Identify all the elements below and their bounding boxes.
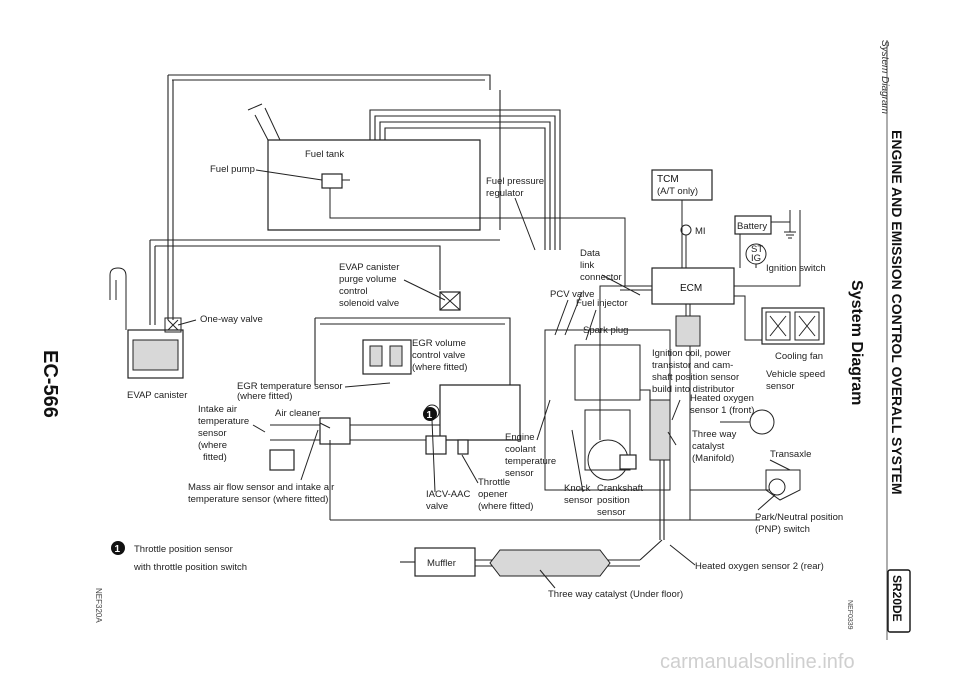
ref-code-left: NEF320A	[94, 588, 103, 623]
label-twc-2: catalyst	[692, 441, 725, 452]
label-ect-4: sensor	[505, 468, 534, 479]
label-muffler: Muffler	[427, 558, 456, 569]
label-maf-1: Mass air flow sensor and intake air	[188, 482, 334, 493]
label-cooling-fan: Cooling fan	[775, 351, 823, 362]
engine-badge: SR20DE	[890, 575, 904, 622]
label-ckp-3: sensor	[597, 507, 626, 518]
label-ecm: ECM	[680, 283, 702, 294]
label-throttle-opener-1: Throttle	[478, 477, 510, 488]
label-pnp-2: (PNP) switch	[755, 524, 810, 535]
label-intake-air-1: Intake air	[198, 404, 237, 415]
label-fuel-pressure-regulator-2: regulator	[486, 188, 524, 199]
label-pcv-valve: PCV valve	[550, 289, 594, 300]
label-iacv-2: valve	[426, 501, 448, 512]
label-egr-temp-2: (where fitted)	[237, 391, 292, 402]
throttle-callout: 1	[423, 407, 437, 421]
label-fuel-pump: Fuel pump	[210, 164, 255, 175]
legend-line-1: Throttle position sensor	[134, 544, 233, 555]
label-intake-air-2: temperature	[198, 416, 249, 427]
label-ig: IG	[751, 253, 761, 264]
hose-lines	[109, 74, 825, 577]
label-battery: Battery	[737, 221, 767, 232]
label-fuel-injector: Fuel injector	[576, 298, 628, 309]
section-label: System Diagram	[879, 40, 890, 114]
label-iacv-1: IACV-AAC	[426, 489, 470, 500]
ref-code-right: NEF0339	[846, 600, 853, 630]
label-intake-air-4: (where	[198, 440, 227, 451]
label-ho2s1-1: Heated oxygen	[690, 393, 754, 404]
label-ckp-2: position	[597, 495, 630, 506]
label-evap-purge-3: control	[339, 286, 368, 297]
label-one-way-valve: One-way valve	[200, 314, 263, 325]
label-transaxle: Transaxle	[770, 449, 811, 460]
page-id: EC-566	[39, 350, 61, 418]
label-fuel-tank: Fuel tank	[305, 149, 344, 160]
label-spark-plug: Spark plug	[583, 325, 628, 336]
legend-number: 1	[115, 544, 121, 555]
label-knock-1: Knock	[564, 483, 591, 494]
label-evap-purge-2: purge volume	[339, 274, 397, 285]
label-data-link-1: Data	[580, 248, 601, 259]
label-ho2s1-2: sensor 1 (front)	[690, 405, 754, 416]
label-evap-purge-1: EVAP canister	[339, 262, 399, 273]
label-ect-3: temperature	[505, 456, 556, 467]
label-twc-1: Three way	[692, 429, 737, 440]
label-st: ST	[751, 244, 763, 255]
label-data-link-2: link	[580, 260, 595, 271]
label-ign-coil-1: Ignition coil, power	[652, 348, 731, 359]
left-margin: EC-566 NEF320A	[39, 350, 103, 623]
label-evap-purge-4: solenoid valve	[339, 298, 399, 309]
label-ckp-1: Crankshaft	[597, 483, 643, 494]
label-twc-3: (Manifold)	[692, 453, 734, 464]
right-margin: System Diagram ENGINE AND EMISSION CONTR…	[846, 40, 911, 640]
label-ign-coil-3: shaft position sensor	[652, 372, 739, 383]
label-tcm-title: TCM	[657, 174, 679, 185]
label-ect-2: coolant	[505, 444, 536, 455]
label-data-link-3: connector	[580, 272, 622, 283]
label-twc-under: Three way catalyst (Under floor)	[548, 589, 683, 600]
label-vehicle-speed-2: sensor	[766, 381, 795, 392]
label-egr-volume-3: (where fitted)	[412, 362, 467, 373]
label-ign-coil-4: build into distributor	[652, 384, 734, 395]
throttle-callout-number: 1	[427, 410, 433, 421]
label-egr-volume-1: EGR volume	[412, 338, 466, 349]
label-intake-air-5: fitted)	[203, 452, 227, 463]
diagram-title: System Diagram	[848, 280, 865, 405]
label-ho2s2: Heated oxygen sensor 2 (rear)	[695, 561, 824, 572]
legend-line-2: with throttle position switch	[133, 562, 247, 573]
label-maf-2: temperature sensor (where fitted)	[188, 494, 328, 505]
label-ign-coil-2: transistor and cam-	[652, 360, 733, 371]
label-ect-1: Engine	[505, 432, 535, 443]
chapter-title: ENGINE AND EMISSION CONTROL OVERALL SYST…	[889, 130, 905, 495]
label-fuel-pressure-regulator: Fuel pressure	[486, 176, 544, 187]
label-tcm-note: (A/T only)	[657, 186, 698, 197]
label-air-cleaner: Air cleaner	[275, 408, 320, 419]
label-evap-canister: EVAP canister	[127, 390, 187, 401]
label-knock-2: sensor	[564, 495, 593, 506]
label-intake-air-3: sensor	[198, 428, 227, 439]
label-throttle-opener-3: (where fitted)	[478, 501, 533, 512]
legend: 1 Throttle position sensor with throttle…	[111, 541, 247, 573]
label-pnp-1: Park/Neutral position	[755, 512, 843, 523]
label-vehicle-speed-1: Vehicle speed	[766, 369, 825, 380]
label-throttle-opener-2: opener	[478, 489, 508, 500]
leader-lines	[177, 169, 791, 589]
component-labels: Fuel tank Fuel pump Fuel pressure regula…	[127, 149, 843, 600]
label-mi: MI	[695, 226, 706, 237]
label-egr-temp-1: EGR temperature sensor	[237, 381, 343, 392]
label-egr-volume-2: control valve	[412, 350, 465, 361]
watermark: carmanualsonline.info	[660, 651, 855, 673]
label-ignition-switch: Ignition switch	[766, 263, 826, 274]
